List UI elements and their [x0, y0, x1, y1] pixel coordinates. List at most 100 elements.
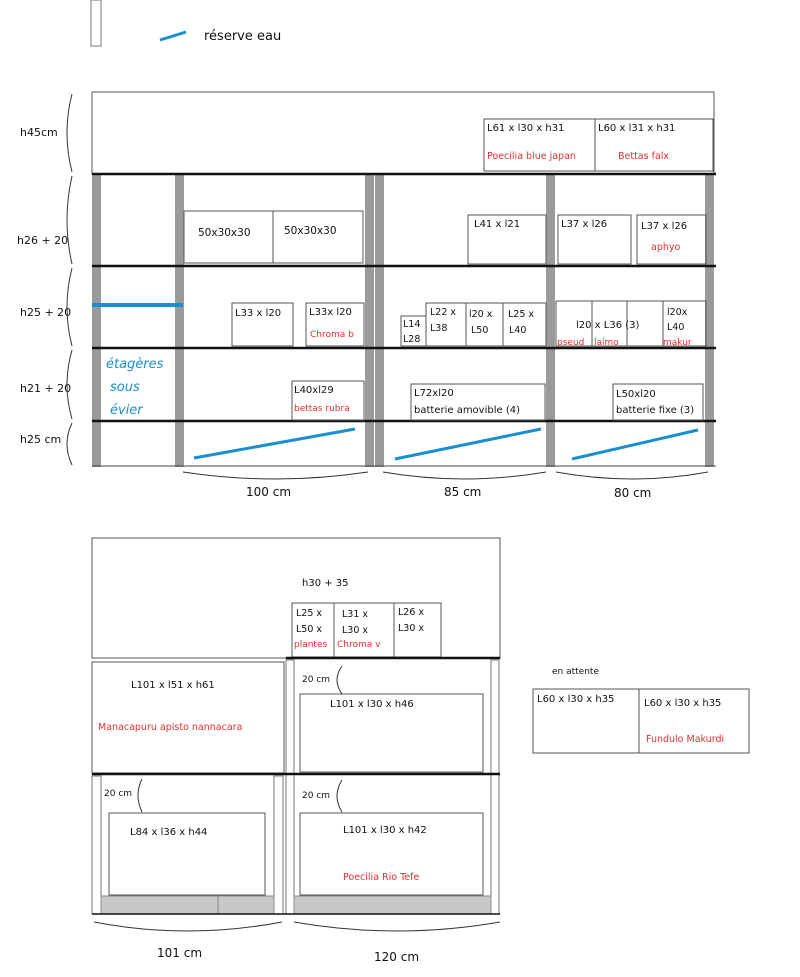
- tank-dims: L38: [430, 323, 447, 334]
- top-assembly: h45cm h26 + 20 h25 + 20 h21 + 20 h25 cm …: [17, 91, 716, 500]
- post: [546, 175, 555, 467]
- tank-dims: L50xl20: [616, 389, 656, 400]
- tank-dims: L101 x l30 x h42: [343, 825, 427, 836]
- tank-dims: l20 x: [469, 309, 493, 320]
- tank-dims: L101 x l51 x h61: [131, 680, 215, 691]
- brace: [336, 779, 343, 813]
- brace: [66, 175, 73, 265]
- brace: [336, 665, 343, 695]
- tank-dims: l20x: [667, 307, 688, 318]
- tank-species: Chroma v: [337, 640, 381, 650]
- post: [92, 175, 101, 467]
- tank-species: pseud: [557, 338, 584, 348]
- width-label: 85 cm: [444, 485, 481, 499]
- tank-l37-b: [636, 214, 707, 265]
- tank-l25: [502, 302, 547, 347]
- width-brace: [293, 921, 501, 932]
- water-reserve-line: [571, 428, 699, 461]
- tank-dims: l20 x L36 (3): [576, 320, 640, 331]
- post: [375, 175, 384, 467]
- tank-l72: [410, 383, 546, 421]
- width-label: 80 cm: [614, 486, 651, 500]
- tank-species: Poecilia blue japan: [487, 151, 576, 162]
- tank-l101-apisto: [91, 661, 285, 774]
- water-reserve-legend-line: [159, 30, 187, 42]
- tank-waiting-b: [638, 688, 750, 754]
- tank-note: batterie fixe (3): [616, 405, 694, 416]
- tank-dims: L37 x l26: [561, 219, 607, 230]
- post: [490, 659, 500, 915]
- row-label: h21 + 20: [20, 382, 71, 395]
- tank-dims: L14: [403, 319, 420, 330]
- tank-l101-c: [299, 812, 484, 896]
- tank-dims: L60 x l31 x h31: [598, 123, 675, 134]
- tank-dims: L101 x l30 x h46: [330, 699, 414, 710]
- tank-dims: L60 x l30 x h35: [644, 698, 721, 709]
- tank-dims: L37 x l26: [641, 221, 687, 232]
- gap-label: 20 cm: [302, 791, 330, 801]
- height-label: h30 + 35: [302, 578, 349, 589]
- tank-dims: L61 x l30 x h31: [487, 123, 564, 134]
- bottom-assembly: h30 + 35 L25 x L50 x plantes L31 x L30 x…: [91, 537, 501, 964]
- brace: [66, 267, 73, 347]
- tank-species: Chroma b: [310, 330, 354, 340]
- tank-dims: L22 x: [430, 307, 456, 318]
- tank-dims: L40xl29: [294, 385, 334, 396]
- width-label: 100 cm: [246, 485, 291, 499]
- tank-l33-b: [305, 302, 365, 347]
- post: [365, 175, 374, 467]
- brace: [137, 778, 143, 813]
- tank-note: batterie amovible (4): [414, 405, 520, 416]
- row-label: h25 cm: [20, 433, 61, 446]
- tank-species: makur: [663, 338, 692, 348]
- tank-dims: L30 x: [398, 623, 424, 634]
- etageres-label: évier: [110, 403, 144, 418]
- base-plinth: [293, 895, 492, 915]
- width-label: 101 cm: [157, 946, 202, 960]
- width-brace: [93, 921, 283, 932]
- tank-l37-a: [557, 214, 632, 265]
- tank-dims: L26 x: [398, 607, 424, 618]
- tank-l50: [612, 383, 704, 421]
- tank-l40: [291, 380, 365, 421]
- tank-dims: 50x30x30: [198, 227, 251, 239]
- brace: [66, 422, 73, 466]
- tank-l33-a: [231, 302, 294, 347]
- tank-dims: L25 x: [508, 309, 534, 320]
- waiting-label: en attente: [552, 667, 599, 677]
- tank-dims: L72xl20: [414, 388, 454, 399]
- tank-dims: L84 x l36 x h44: [130, 827, 207, 838]
- water-reserve-line: [394, 427, 542, 461]
- row-label: h45cm: [20, 126, 58, 139]
- tank-dims: L30 x: [342, 625, 368, 636]
- row-label: h25 + 20: [20, 306, 71, 319]
- width-brace: [182, 471, 369, 480]
- tank-species: bettas rubra: [294, 404, 350, 414]
- post: [285, 659, 295, 915]
- tank-species: Manacapuru apisto nannacara: [98, 722, 242, 733]
- tank-species: laimo: [594, 338, 619, 348]
- tank-l84: [108, 812, 266, 896]
- tank-dims: L50 x: [296, 624, 322, 635]
- tank-species: Fundulo Makurdi: [646, 734, 724, 745]
- tank-l101-b: [299, 693, 484, 773]
- tank-dims: L50: [471, 325, 488, 336]
- post: [273, 775, 284, 915]
- tank-l60: [594, 118, 714, 172]
- tank-species: aphyo: [651, 242, 680, 253]
- tank-dims: L31 x: [342, 609, 368, 620]
- post: [91, 775, 102, 915]
- tank-dims: L41 x l21: [474, 219, 520, 230]
- gap-label: 20 cm: [104, 789, 132, 799]
- tank-dims: L33 x l20: [235, 308, 281, 319]
- brace: [66, 93, 73, 173]
- tank-dims: L28: [403, 334, 420, 345]
- etageres-label: sous: [110, 380, 140, 395]
- tank-species: plantes: [294, 640, 327, 650]
- tank-dims: L60 x l30 x h35: [537, 694, 614, 705]
- tank-l20-c: [662, 300, 707, 347]
- post-legend-swatch: [90, 0, 102, 47]
- etageres-label: étagères: [106, 357, 164, 372]
- tank-dims: L40: [667, 322, 684, 333]
